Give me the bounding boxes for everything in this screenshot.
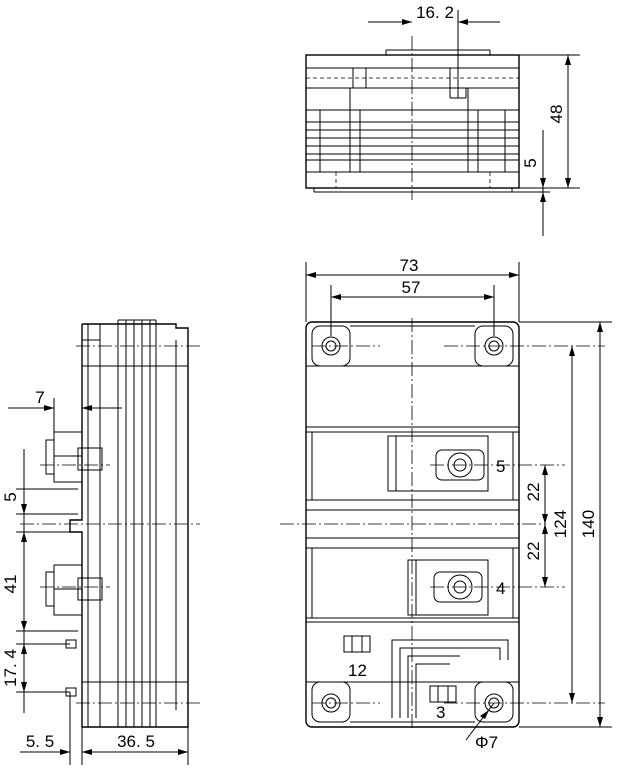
side-pin-spacing-dim: 17. 4 — [1, 649, 20, 687]
terminal-12-label: 12 — [348, 661, 367, 680]
overall-length-dim: 140 — [579, 510, 598, 538]
side-depth-dim: 36. 5 — [117, 732, 155, 751]
overall-width-dim: 73 — [400, 256, 419, 275]
terminal-pitch-lower-dim: 22 — [524, 542, 543, 561]
hole-pitch-x-dim: 57 — [402, 278, 421, 297]
mount-hole-dim: Φ7 — [475, 733, 498, 752]
top-height-dim: 48 — [547, 105, 566, 124]
terminal-4-label: 4 — [496, 579, 505, 598]
pin-offset-dim: 5. 5 — [26, 732, 54, 751]
hole-pitch-y-dim: 124 — [551, 510, 570, 538]
top-width-dim: 16. 2 — [416, 3, 454, 22]
front-view: 5 4 12 3 73 — [280, 256, 612, 752]
terminal-5-label: 5 — [496, 457, 505, 476]
terminal-3-label: 3 — [436, 703, 445, 722]
terminal-pitch-upper-dim: 22 — [524, 483, 543, 502]
top-view: 16. 2 48 5 — [305, 3, 580, 236]
side-offset-dim: 7 — [35, 388, 44, 407]
top-step-dim: 5 — [521, 158, 540, 167]
side-view: 7 5 41 17. 4 5. 5 36. 5 — [1, 319, 200, 765]
side-pitch-dim: 41 — [1, 575, 20, 594]
side-gap-dim: 5 — [1, 492, 20, 501]
